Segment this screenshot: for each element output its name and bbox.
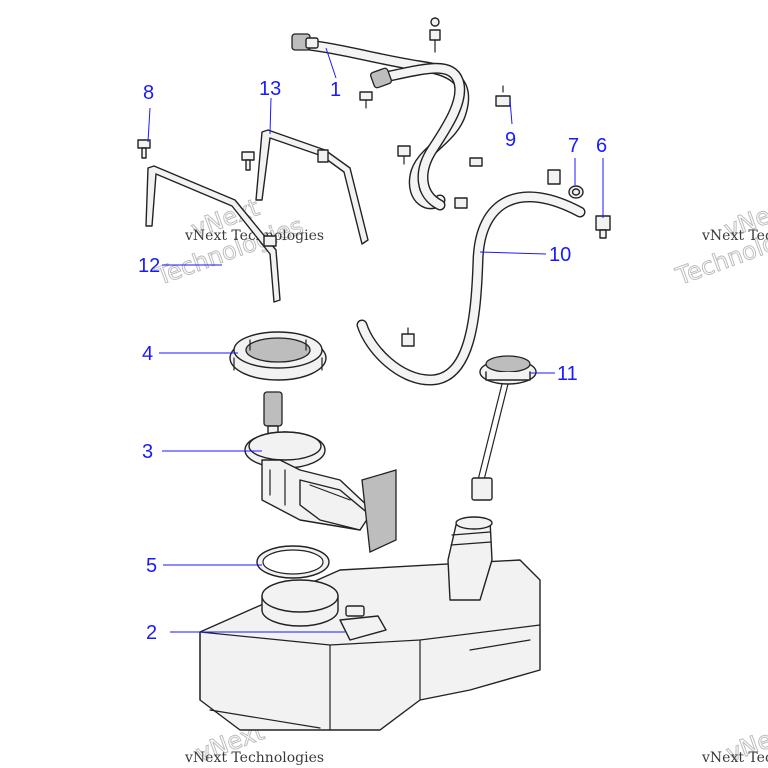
watermark-right: vNext Technologies vNext Technologies xyxy=(671,193,768,292)
callout-leaders xyxy=(147,47,604,633)
fitting-icon xyxy=(359,91,373,109)
fuel-hose xyxy=(356,191,586,386)
hose-clamp-icon xyxy=(568,185,584,199)
tank-strap-13 xyxy=(255,129,369,245)
pump-lock-ring xyxy=(229,331,327,381)
callout-10: 10 xyxy=(549,244,571,266)
vent-hose-assembly xyxy=(291,17,483,211)
fitting-icon xyxy=(429,17,441,53)
bolt-icon xyxy=(241,151,255,171)
pump-gasket xyxy=(256,545,330,579)
fuel-pump-module xyxy=(244,391,397,553)
fitting-icon xyxy=(454,197,468,209)
fitting-icon xyxy=(397,145,411,165)
fitting-icon xyxy=(547,169,561,185)
callout-9: 9 xyxy=(505,129,516,151)
callout-labels: 1 2 3 4 5 6 7 8 9 10 11 12 13 xyxy=(138,78,607,644)
fuel-tank xyxy=(199,516,541,731)
hose-clip-icon xyxy=(495,85,511,107)
callout-12: 12 xyxy=(138,255,160,277)
callout-2: 2 xyxy=(146,622,157,644)
fitting-icon xyxy=(469,157,483,167)
fitting-icon xyxy=(401,327,415,347)
bolt-icon xyxy=(137,139,151,159)
callout-13: 13 xyxy=(259,78,281,100)
fuel-cap-sender xyxy=(471,355,537,501)
watermark-small-bottom: vNext Technologies xyxy=(184,750,324,766)
callout-8: 8 xyxy=(143,82,154,104)
callout-1: 1 xyxy=(330,79,341,101)
watermark-small-right: vNext Technologies xyxy=(701,228,768,244)
tank-strap-12 xyxy=(145,165,281,303)
watermark-small-bottom-right: vNext Technologies xyxy=(701,750,768,766)
callout-3: 3 xyxy=(142,441,153,463)
callout-7: 7 xyxy=(568,135,579,157)
watermark-small: vNext Technologies xyxy=(184,228,324,244)
callout-4: 4 xyxy=(142,343,153,365)
callout-11: 11 xyxy=(557,363,578,385)
callout-6: 6 xyxy=(596,135,607,157)
callout-5: 5 xyxy=(146,555,157,577)
vent-valve-icon xyxy=(595,215,611,239)
